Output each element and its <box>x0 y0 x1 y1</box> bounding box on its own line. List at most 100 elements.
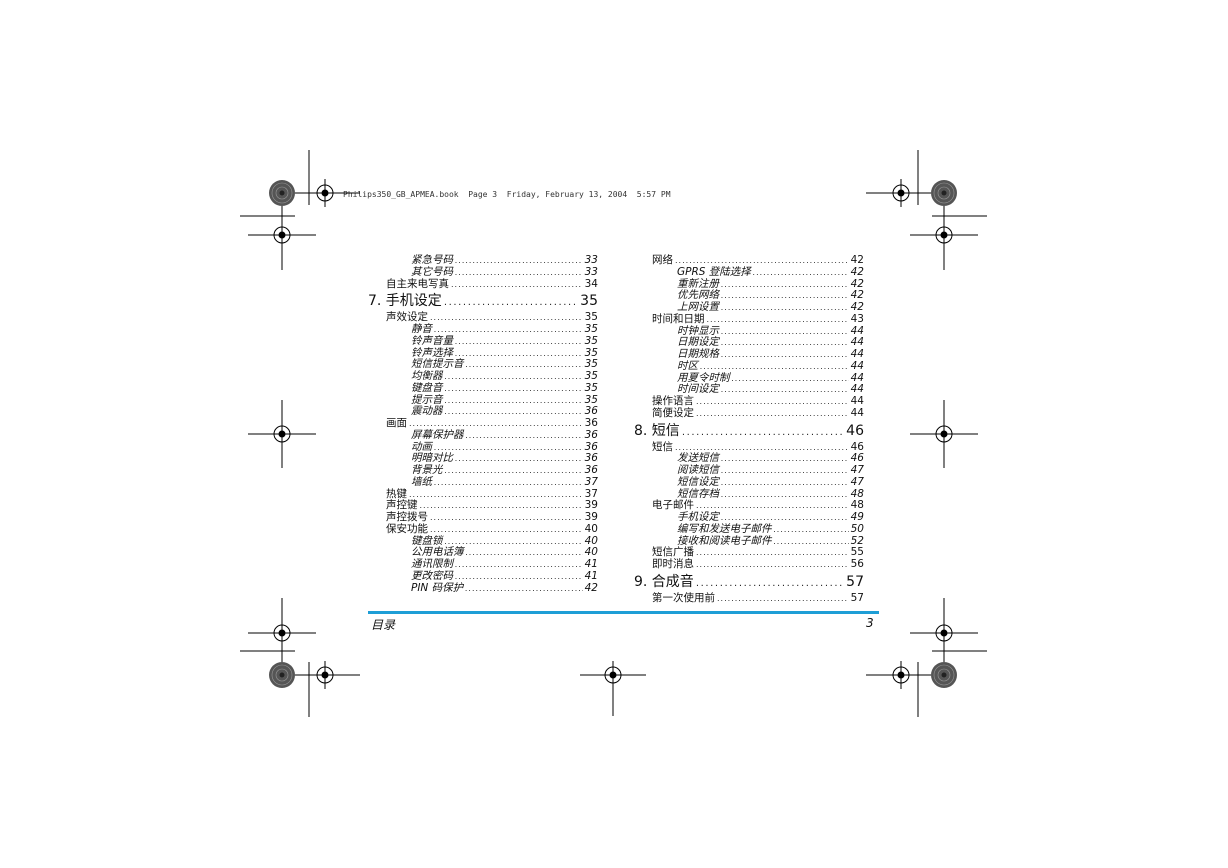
toc-entry-title: 8. 短信 <box>634 422 680 439</box>
toc-entry[interactable]: 接收和阅读电子邮件52 <box>634 535 864 548</box>
toc-entry-title: 其它号码 <box>411 265 453 278</box>
toc-entry[interactable]: 时间和日期43 <box>634 312 864 326</box>
toc-entry-page: 36 <box>584 405 598 418</box>
toc-entry[interactable]: 即时消息56 <box>634 558 864 571</box>
toc-entry[interactable]: 热键37 <box>368 488 598 501</box>
toc-entry-title: 画面 <box>386 417 407 429</box>
toc-entry-title: 保安功能 <box>386 522 428 535</box>
toc-entry[interactable]: 明暗对比36 <box>368 452 598 465</box>
toc-entry[interactable]: 用夏令时制44 <box>634 372 864 385</box>
toc-entry[interactable]: 短信设定47 <box>634 475 864 489</box>
toc-entry-title: 时间和日期 <box>652 312 705 325</box>
toc-leader-dots <box>434 477 583 489</box>
footer-accent-bar <box>368 611 879 614</box>
toc-entry-title: 墙纸 <box>411 475 432 488</box>
toc-leader-dots <box>409 489 583 501</box>
toc-entry[interactable]: 短信广播55 <box>634 546 864 559</box>
toc-leader-dots <box>774 536 849 548</box>
toc-entry[interactable]: 短信46 <box>634 440 864 454</box>
toc-entry[interactable]: 墙纸37 <box>368 475 598 489</box>
toc-entry[interactable]: 动画36 <box>368 441 598 454</box>
toc-entry[interactable]: 日期规格44 <box>634 348 864 361</box>
toc-entry[interactable]: 第一次使用前57 <box>634 592 864 605</box>
toc-entry-page: 35 <box>584 311 598 324</box>
toc-entry-title: 上网设置 <box>677 301 719 313</box>
toc-entry-page: 44 <box>850 406 864 419</box>
toc-entry-page: 35 <box>584 381 598 394</box>
toc-entry-title: 静音 <box>411 323 432 335</box>
toc-entry[interactable]: 编写和发送电子邮件50 <box>634 523 864 536</box>
toc-leader-dots <box>721 489 849 501</box>
toc-entry-title: 日期设定 <box>677 336 719 349</box>
toc-entry[interactable]: 背景光36 <box>368 464 598 477</box>
toc-entry[interactable]: 通讯限制41 <box>368 558 598 571</box>
toc-entry[interactable]: 保安功能40 <box>368 522 598 536</box>
toc-chapter[interactable]: 8. 短信46 <box>634 421 864 441</box>
toc-entry[interactable]: GPRS 登陆选择42 <box>634 266 864 279</box>
toc-entry[interactable]: 简便设定44 <box>634 406 864 420</box>
toc-leader-dots <box>682 423 844 443</box>
toc-entry[interactable]: 声效设定 35 <box>368 311 598 324</box>
toc-entry[interactable]: 时钟显示44 <box>634 325 864 338</box>
toc-entry-page: 41 <box>584 569 598 582</box>
toc-leader-dots <box>721 290 849 302</box>
toc-entry-page: 46 <box>850 440 864 453</box>
toc-entry[interactable]: 铃声选择35 <box>368 346 598 360</box>
toc-entry[interactable]: 自主来电写真34 <box>368 278 598 291</box>
toc-entry[interactable]: 优先网络42 <box>634 289 864 302</box>
toc-entry[interactable]: 提示音35 <box>368 394 598 407</box>
toc-entry-title: 屏幕保护器 <box>411 428 464 441</box>
toc-chapter[interactable]: 7. 手机设定35 <box>368 291 598 311</box>
toc-chapter[interactable]: 9. 合成音57 <box>634 572 864 592</box>
toc-entry[interactable]: 声控键39 <box>368 499 598 512</box>
toc-entry-title: 铃声选择 <box>411 346 453 359</box>
toc-entry-page: 42 <box>850 254 864 266</box>
toc-entry[interactable]: 屏幕保护器36 <box>368 428 598 442</box>
toc-entry[interactable]: 网络42 <box>634 254 864 267</box>
toc-entry-page: 44 <box>850 383 864 396</box>
toc-entry[interactable]: 键盘锁40 <box>368 535 598 548</box>
toc-entry[interactable]: 震动器 36 <box>368 405 598 418</box>
toc-leader-dots <box>675 255 849 267</box>
toc-leader-dots <box>696 547 849 559</box>
toc-entry[interactable]: 阅读短信47 <box>634 464 864 477</box>
toc-entry[interactable]: 日期设定44 <box>634 336 864 349</box>
toc-entry[interactable]: 操作语言44 <box>634 395 864 408</box>
toc-entry[interactable]: 电子邮件48 <box>634 499 864 512</box>
toc-entry[interactable]: 时区44 <box>634 360 864 373</box>
toc-entry[interactable]: 公用电话簿40 <box>368 546 598 559</box>
toc-entry[interactable]: 声控拨号39 <box>368 511 598 524</box>
toc-entry[interactable]: 铃声音量35 <box>368 335 598 348</box>
toc-entry-page: 47 <box>850 464 864 476</box>
toc-entry[interactable]: 均衡器35 <box>368 370 598 383</box>
toc-entry[interactable]: PIN 码保护 42 <box>368 581 598 595</box>
toc-entry-title: 声效设定 <box>386 311 428 324</box>
toc-entry[interactable]: 手机设定49 <box>634 511 864 524</box>
toc-entry[interactable]: 其它号码33 <box>368 265 598 279</box>
toc-leader-dots <box>466 359 583 371</box>
toc-entry-title: 震动器 <box>411 405 443 418</box>
toc-entry[interactable]: 发送短信46 <box>634 452 864 465</box>
toc-leader-dots <box>721 512 849 524</box>
toc-entry-title: 短信设定 <box>677 475 719 488</box>
toc-leader-dots <box>721 326 849 338</box>
toc-entry-page: 42 <box>584 581 598 594</box>
toc-leader-dots <box>451 279 583 291</box>
toc-entry[interactable]: 键盘音35 <box>368 381 598 395</box>
toc-entry[interactable]: 更改密码41 <box>368 569 598 583</box>
toc-entry[interactable]: 短信提示音35 <box>368 358 598 371</box>
toc-entry[interactable]: 短信存档48 <box>634 488 864 501</box>
toc-entry[interactable]: 时间设定44 <box>634 383 864 396</box>
toc-leader-dots <box>717 593 849 605</box>
toc-leader-dots <box>466 547 583 559</box>
toc-entry[interactable]: 上网设置 42 <box>634 301 864 314</box>
toc-entry[interactable]: 重新注册42 <box>634 278 864 291</box>
toc-entry-title: PIN 码保护 <box>411 581 464 594</box>
toc-leader-dots <box>445 383 583 395</box>
toc-entry[interactable]: 紧急号码33 <box>368 254 598 267</box>
toc-entry-title: 操作语言 <box>652 395 694 407</box>
toc-entry-page: 42 <box>850 301 864 313</box>
toc-entry[interactable]: 静音35 <box>368 323 598 336</box>
toc-entry[interactable]: 画面36 <box>368 417 598 430</box>
